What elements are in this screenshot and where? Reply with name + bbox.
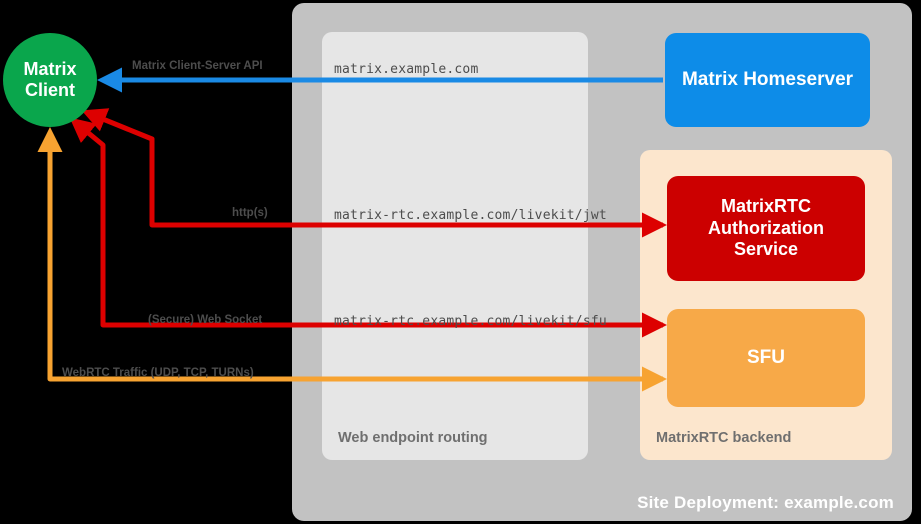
- auth-service-label-line1: MatrixRTC: [720, 195, 811, 216]
- matrix-homeserver-label: Matrix Homeserver: [681, 69, 854, 91]
- endpoint-label-livekit-sfu: matrix-rtc.example.com/livekit/sfu: [334, 314, 607, 329]
- endpoint-label-matrix-example-com: matrix.example.com: [334, 62, 479, 77]
- matrixrtc-backend-label: MatrixRTC backend: [656, 430, 792, 446]
- matrix-client-label-line2: Client: [24, 80, 75, 100]
- edge-https-jwt: [81, 108, 668, 238]
- site-deployment-label: Site Deployment: example.com: [637, 493, 894, 512]
- endpoint-label-livekit-jwt: matrix-rtc.example.com/livekit/jwt: [334, 208, 607, 223]
- edge-label-secure-web-socket: (Secure) Web Socket: [148, 314, 263, 326]
- web-endpoint-routing-label: Web endpoint routing: [338, 430, 488, 446]
- node-matrix-client[interactable]: Matrix Client: [3, 33, 97, 127]
- edge-secure-web-socket: [69, 117, 668, 338]
- edge-webrtc-traffic: [37, 126, 668, 392]
- web-endpoint-routing-panel: Web endpoint routing: [322, 32, 588, 460]
- node-matrixrtc-authorization-service[interactable]: MatrixRTC Authorization Service: [667, 176, 865, 281]
- auth-service-label-line3: Service: [733, 239, 799, 260]
- edge-label-https: http(s): [232, 207, 268, 219]
- node-sfu[interactable]: SFU: [667, 309, 865, 407]
- node-matrix-homeserver[interactable]: Matrix Homeserver: [665, 33, 870, 127]
- matrix-client-label-line1: Matrix: [23, 58, 77, 79]
- sfu-label: SFU: [747, 347, 785, 369]
- auth-service-label-line2: Authorization: [708, 217, 824, 238]
- edge-label-webrtc-traffic: WebRTC Traffic (UDP, TCP, TURNs): [62, 367, 254, 379]
- edge-label-matrix-client-server-api: Matrix Client-Server API: [132, 60, 263, 72]
